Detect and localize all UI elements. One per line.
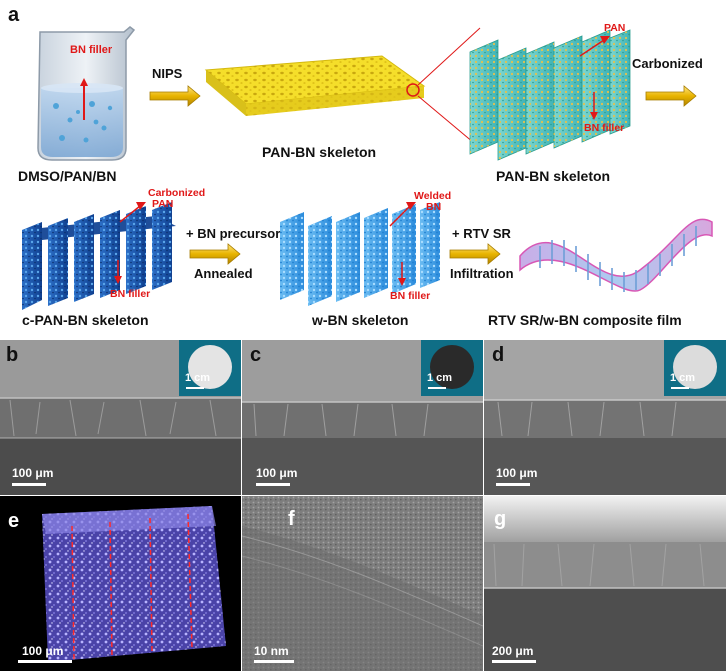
inset-d: 1 cm: [664, 340, 726, 396]
c-caption: c-PAN-BN skeleton: [22, 312, 149, 328]
pan-bn-plates: [469, 29, 631, 161]
micrograph-c: c 1 cm 100 μm: [242, 340, 483, 495]
scalebar-b: [12, 483, 46, 486]
annealed-label: Annealed: [194, 266, 253, 281]
panel-letter-g: g: [494, 508, 507, 530]
arrow-nips: [149, 85, 201, 107]
rtv-sr-label: + RTV SR: [452, 226, 511, 241]
micrograph-e: e 100 μm: [0, 496, 241, 671]
infiltration-label: Infiltration: [450, 266, 514, 281]
scale-c: 100 μm: [256, 466, 298, 480]
c-carbonized-label: Carbonized: [148, 187, 206, 199]
sheet-caption: PAN-BN skeleton: [262, 144, 377, 160]
beaker-illustration: [37, 26, 136, 161]
scalebar-c: [256, 483, 290, 486]
arrow-bn-precursor: [189, 243, 241, 265]
c-pan-label: PAN: [152, 198, 174, 210]
inset-c: 1 cm: [421, 340, 483, 396]
panel-letter-a: a: [8, 4, 20, 26]
scale-d: 100 μm: [496, 466, 538, 480]
micrograph-b: b 1 cm 100 μm: [0, 340, 241, 495]
micrograph-d: d 1 cm 100 μm: [484, 340, 726, 495]
w-caption: w-BN skeleton: [312, 312, 409, 328]
c-pan-bn-plates: [22, 202, 176, 310]
micrograph-f: f 10 nm: [242, 496, 483, 671]
scale-f: 10 nm: [254, 644, 289, 658]
film-caption: RTV SR/w-BN composite film: [488, 312, 682, 328]
beaker-filler-label: BN filler: [70, 44, 113, 56]
beaker-caption: DMSO/PAN/BN: [18, 168, 117, 184]
nips-label: NIPS: [152, 66, 183, 81]
panel-letter-c: c: [250, 344, 262, 366]
composite-film: [519, 218, 713, 292]
inset-d-scale: 1 cm: [670, 372, 696, 384]
arrow-carbonized: [645, 85, 697, 107]
pan-bn-sheet: [204, 27, 481, 149]
inset-b: 1 cm: [179, 340, 241, 396]
scale-g: 200 μm: [492, 644, 534, 658]
w-bn-plates: [280, 202, 440, 306]
panel-letter-e: e: [8, 510, 20, 532]
inset-c-scale: 1 cm: [427, 372, 453, 384]
zoom-pan-label: PAN: [604, 22, 626, 34]
scalebar-f: [254, 660, 294, 663]
scale-e: 100 μm: [22, 644, 64, 658]
w-welded-label: Welded: [414, 190, 452, 202]
carbonized-label: Carbonized: [632, 56, 703, 71]
scale-b: 100 μm: [12, 466, 54, 480]
schematic-svg: [22, 26, 713, 310]
bn-precursor-label: + BN precursor: [186, 226, 281, 241]
c-filler-label: BN filler: [110, 288, 151, 300]
w-bn-label: BN: [426, 201, 442, 213]
zoom-filler-label: BN filler: [584, 122, 625, 134]
arrow-rtv-sr: [449, 243, 501, 265]
micrograph-g: g 200 μm: [484, 496, 726, 671]
scalebar-g: [492, 660, 536, 663]
panel-letter-f: f: [288, 508, 295, 530]
panel-letter-d: d: [492, 344, 505, 366]
inset-b-scale: 1 cm: [185, 372, 211, 384]
scalebar-e: [18, 660, 72, 663]
zoom-caption: PAN-BN skeleton: [496, 168, 611, 184]
w-filler-label: BN filler: [390, 290, 431, 302]
scalebar-d: [496, 483, 530, 486]
panel-letter-b: b: [6, 344, 19, 366]
